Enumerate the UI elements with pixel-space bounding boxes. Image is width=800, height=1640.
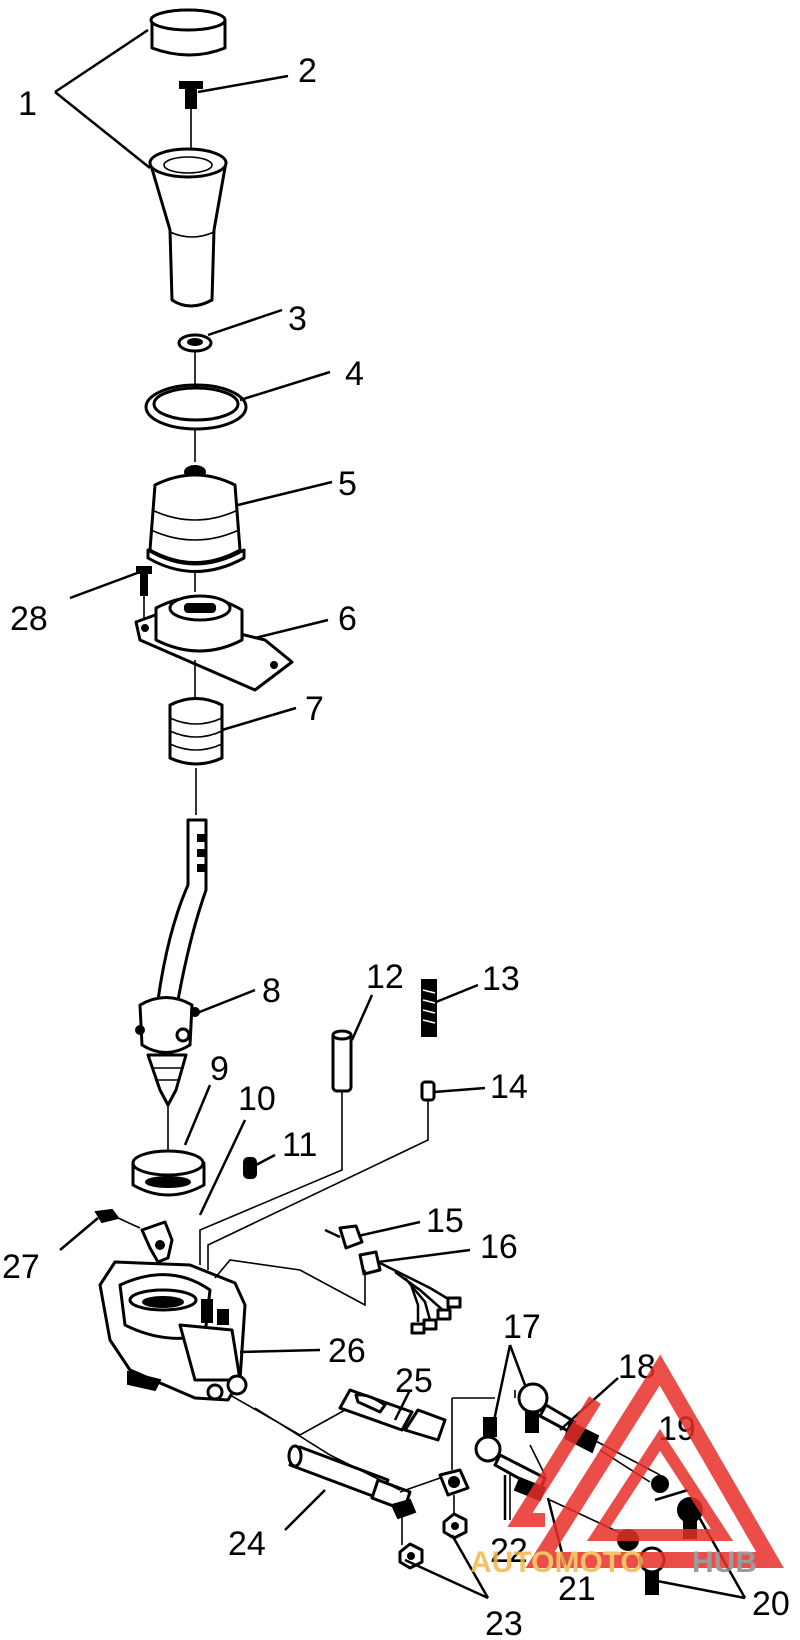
watermark-text-auto: AUTOMOTO [470, 1546, 644, 1579]
part-6-plate-housing [134, 594, 294, 692]
part-8-shift-lever [135, 818, 208, 1107]
label-13: 13 [482, 960, 520, 998]
part-5-boot [146, 465, 246, 573]
part-1-knob-body [148, 147, 228, 308]
part-2-screw [179, 81, 203, 150]
part-1-knob-cap [149, 8, 227, 57]
watermark-text-hub: HUB [692, 1546, 757, 1579]
part-12-pin [331, 1029, 353, 1093]
label-4: 4 [345, 355, 364, 393]
part-3-ring [177, 333, 213, 353]
part-9-pivot-cup [131, 1149, 206, 1197]
label-23: 23 [485, 1605, 523, 1640]
label-14: 14 [490, 1068, 528, 1106]
part-11-spring [243, 1157, 257, 1179]
label-7: 7 [305, 690, 324, 728]
label-21: 21 [558, 1570, 596, 1608]
part-25-shift-rod [338, 1388, 447, 1442]
label-11: 11 [282, 1126, 317, 1164]
label-15: 15 [426, 1202, 464, 1240]
part-7-bellows [168, 697, 224, 766]
leader-lines [54, 28, 747, 1600]
part-13-spring [421, 979, 437, 1037]
part-10-bracket [140, 1220, 174, 1264]
label-22: 22 [490, 1532, 528, 1570]
part-4-boot-ring [144, 383, 248, 431]
part-15-connector [324, 1224, 364, 1250]
label-8: 8 [262, 972, 281, 1010]
label-1: 1 [18, 85, 37, 123]
label-10: 10 [238, 1080, 276, 1118]
label-5: 5 [338, 465, 357, 503]
label-27: 27 [2, 1248, 40, 1286]
label-3: 3 [288, 300, 307, 338]
part-24-shift-rod [287, 1444, 417, 1520]
label-17: 17 [503, 1308, 541, 1346]
part-22-bracket [438, 1468, 470, 1497]
part-28-screw [136, 566, 152, 622]
label-6: 6 [338, 600, 357, 638]
part-17-rod-ends [474, 1382, 577, 1492]
part-16-switch-harness [358, 1250, 462, 1335]
label-28: 28 [10, 600, 48, 638]
label-2: 2 [298, 52, 317, 90]
label-9: 9 [210, 1050, 229, 1088]
label-24: 24 [228, 1525, 266, 1563]
part-27-pin [94, 1208, 141, 1229]
label-12: 12 [366, 958, 404, 996]
label-25: 25 [395, 1362, 433, 1400]
part-26-main-housing [98, 1260, 248, 1402]
part-14-plunger [420, 1080, 436, 1102]
label-16: 16 [480, 1228, 518, 1266]
label-20: 20 [752, 1585, 790, 1623]
watermark-logo: AUTOMOTO HUB [470, 1354, 784, 1579]
label-26: 26 [328, 1332, 366, 1370]
